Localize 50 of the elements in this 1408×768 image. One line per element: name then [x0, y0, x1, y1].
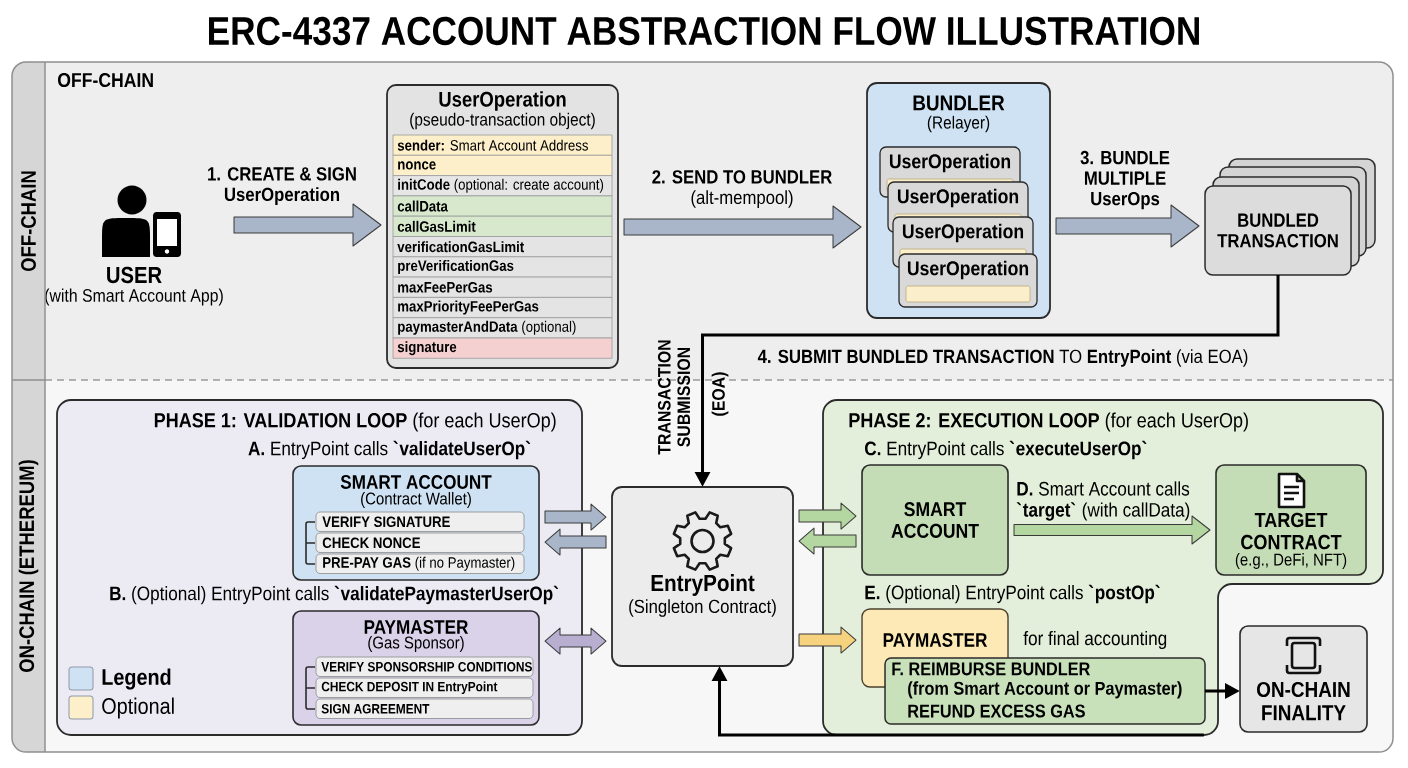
block-arrow: [233, 203, 382, 247]
title: ERC-4337 ACCOUNT ABSTRACTION FLOW ILLUSTRATION: [209, 16, 1199, 46]
legend-label: Legend: [102, 668, 171, 690]
field-row: maxFeePerGas: [392, 276, 613, 298]
status-box: ON-CHAIN FINALITY: [1239, 625, 1368, 733]
operation-card: UserOperation: [898, 253, 1038, 308]
field-row: preVerificationGas: [392, 256, 613, 278]
field-row: callGasLimit: [392, 215, 613, 237]
check-row: VERIFY SIGNATURE: [315, 511, 525, 532]
block-arrow: [544, 528, 607, 556]
block-arrow: [544, 503, 607, 531]
edge-label: 2. SEND TO BUNDLER (alt-mempool): [652, 170, 832, 208]
step-box: F. REIMBURSE BUNDLER (from Smart Account or Paymaster) REFUND EXCESS GAS: [884, 657, 1206, 725]
block-arrow: [544, 627, 607, 655]
edge-label: 1. CREATE & SIGN UserOperation: [208, 167, 356, 205]
component-box: TARGET CONTRACT (e.g., DeFi, NFT): [1215, 464, 1367, 576]
vertical-label: (EOA): [711, 372, 729, 416]
field-row: callData: [392, 195, 613, 217]
field-row: maxPriorityFeePerGas: [392, 297, 613, 319]
component-box: SMART ACCOUNT: [861, 464, 1009, 576]
edge-label: 4. SUBMIT BUNDLED TRANSACTION TO EntryPoint (via EOA): [757, 349, 1248, 367]
actor-label: USER (with Smart Account App): [45, 266, 223, 306]
legend-label: Optional: [102, 697, 174, 719]
vertical-label: TRANSACTION SUBMISSION: [657, 340, 691, 455]
step-caption: E. (Optional) EntryPoint calls `postOp`: [865, 584, 1160, 604]
check-row: CHECK DEPOSIT IN EntryPoint: [315, 677, 534, 698]
check-row: SIGN AGREEMENT: [315, 698, 534, 719]
process-box: EntryPoint (Singleton Contract): [611, 486, 794, 667]
field-row: paymasterAndData (optional): [392, 317, 613, 339]
block-arrow: [1055, 204, 1200, 248]
check-row: CHECK NONCE: [315, 532, 525, 553]
step-caption: C. EntryPoint calls `executeUserOp`: [865, 440, 1147, 460]
field-row: initCode (optional: create account): [392, 175, 613, 197]
field-row: sender: Smart Account Address: [392, 134, 613, 156]
check-row: PRE-PAY GAS (if no Paymaster): [315, 553, 525, 574]
field-row: signature: [392, 337, 613, 359]
block-arrow: [798, 527, 857, 555]
note-text: for final accounting: [1023, 630, 1167, 650]
edge-label: 3. BUNDLE MULTIPLE UserOps: [1080, 150, 1170, 210]
check-row: VERIFY SPONSORSHIP CONDITIONS: [315, 656, 534, 677]
field-row: verificationGasLimit: [392, 236, 613, 258]
block-arrow: [623, 205, 862, 249]
bundle-card: BUNDLED TRANSACTION: [1204, 158, 1376, 276]
block-arrow: [798, 626, 857, 654]
edge-label: D. Smart Account calls `target` (with callData): [1016, 481, 1190, 521]
step-caption: A. EntryPoint calls `validateUserOp`: [248, 440, 531, 460]
block-arrow: [798, 502, 857, 530]
step-caption: B. (Optional) EntryPoint calls `validatePaymasterUserOp`: [110, 585, 558, 605]
block-arrow: [1013, 515, 1211, 545]
field-row: nonce: [392, 154, 613, 176]
